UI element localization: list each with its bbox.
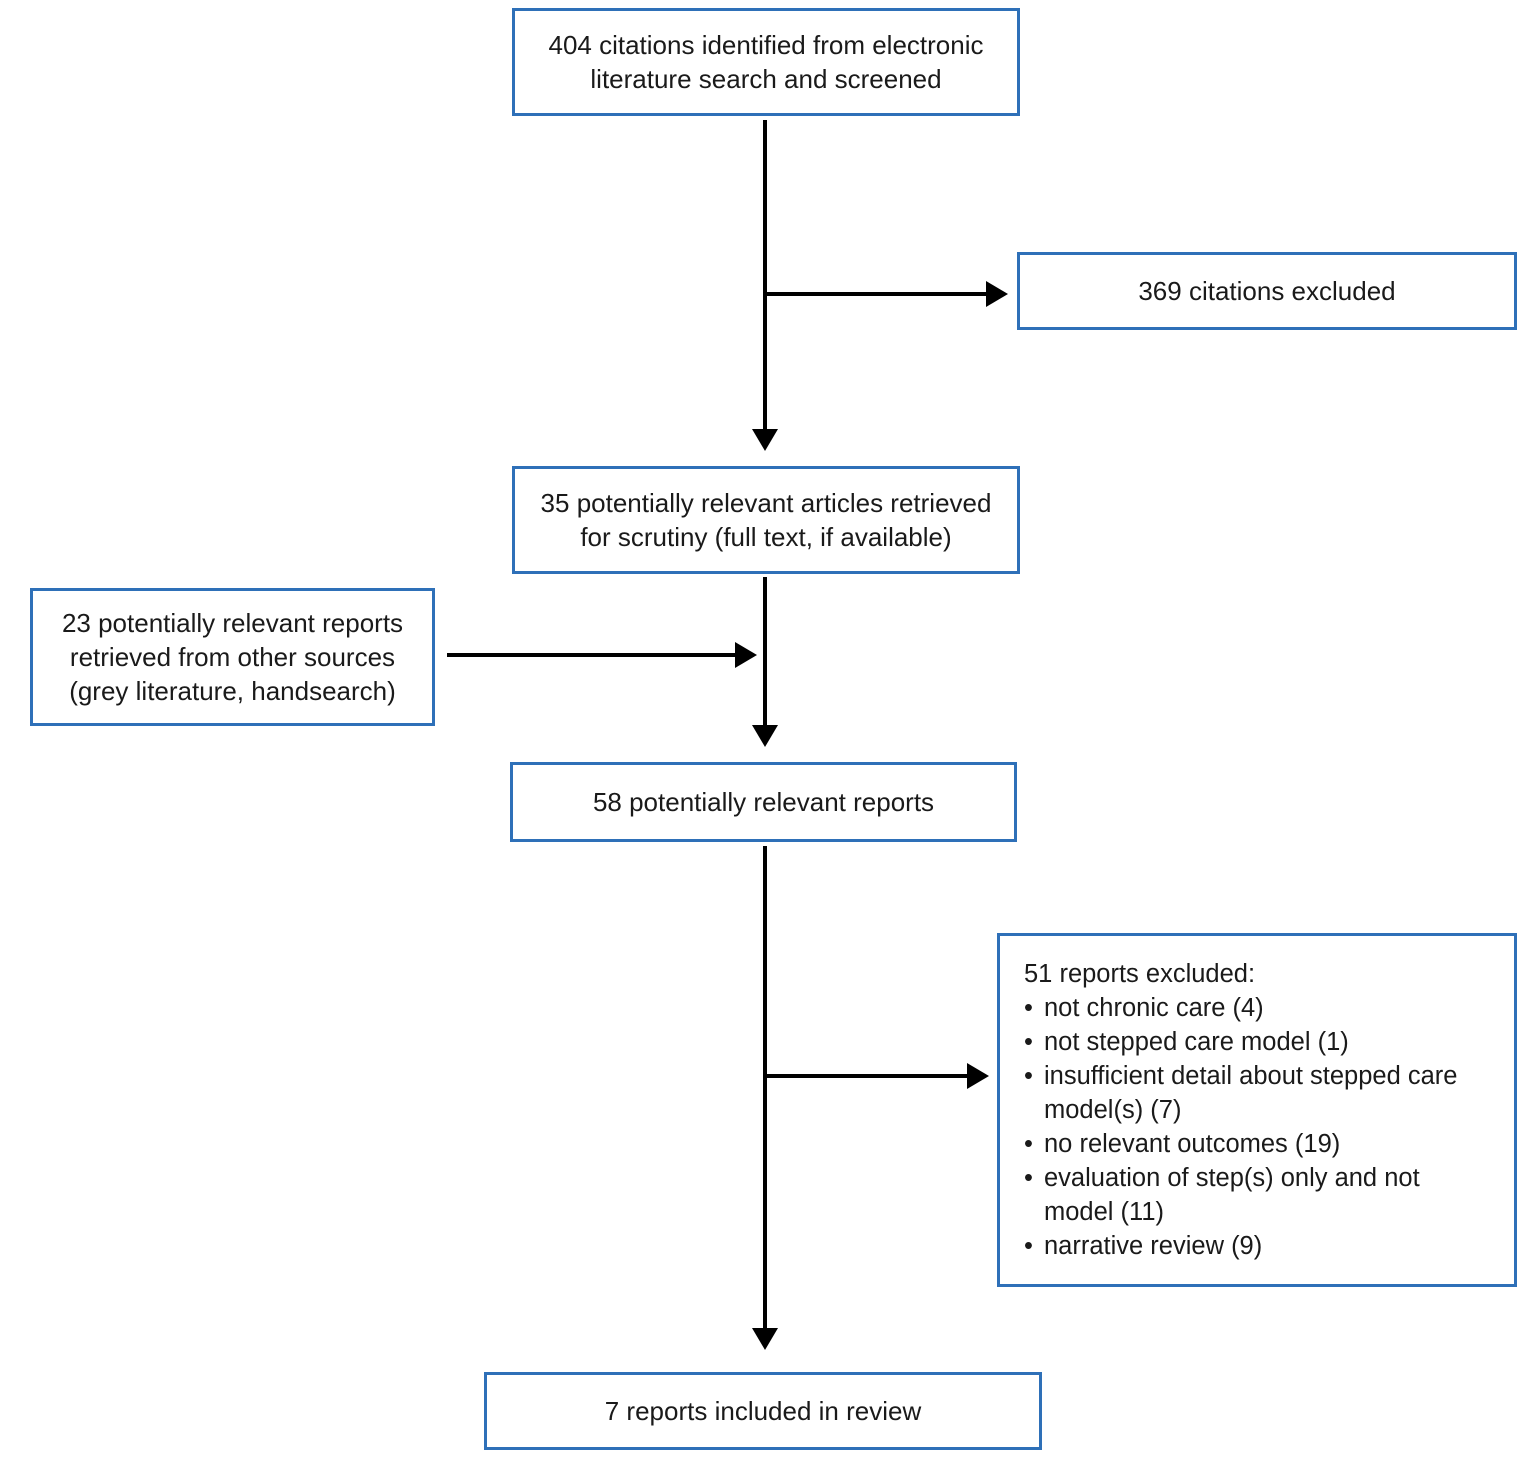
exclusion-item: • insufficient detail about stepped care…: [1024, 1059, 1457, 1127]
exclusion-item-text: model(s) (7): [1044, 1096, 1182, 1124]
node-label-line: 35 potentially relevant articles retriev…: [540, 488, 992, 518]
exclusion-item: • no relevant outcomes (19): [1024, 1127, 1340, 1161]
bullet-icon: •: [1024, 1164, 1033, 1192]
arrowhead-identified-to-retrieved: [752, 429, 778, 451]
node-citations-excluded: 369 citations excluded: [1017, 252, 1517, 330]
node-label: 7 reports included in review: [604, 1396, 922, 1426]
arrowhead-to-excluded-citations: [986, 281, 1008, 307]
node-label-line: literature search and screened: [590, 64, 942, 94]
node-label: 369 citations excluded: [1138, 276, 1396, 306]
exclusion-item: • not stepped care model (1): [1024, 1025, 1349, 1059]
exclusion-item-text: not stepped care model (1): [1044, 1028, 1349, 1056]
node-reports-included: 7 reports included in review: [484, 1372, 1042, 1450]
node-label-line: retrieved from other sources: [69, 642, 396, 672]
exclusion-heading: 51 reports excluded:: [1024, 960, 1256, 988]
node-label-line: (grey literature, handsearch): [69, 676, 396, 706]
node-label-line: 23 potentially relevant reports: [61, 608, 404, 638]
arrowhead-relevant-to-included: [752, 1328, 778, 1350]
node-label: 58 potentially relevant reports: [592, 787, 935, 817]
node-relevant-reports: 58 potentially relevant reports: [510, 762, 1017, 842]
exclusion-item-text: model (11): [1044, 1198, 1164, 1226]
exclusion-item-text: no relevant outcomes (19): [1044, 1130, 1341, 1158]
exclusion-item: • narrative review (9): [1024, 1229, 1262, 1263]
node-citations-identified: 404 citations identified from electronic…: [512, 8, 1020, 116]
exclusion-item-text: evaluation of step(s) only and not: [1044, 1164, 1420, 1192]
arrowhead-retrieved-to-relevant: [752, 725, 778, 747]
exclusion-item-text: not chronic care (4): [1044, 994, 1264, 1022]
node-label-line: 404 citations identified from electronic: [548, 30, 984, 60]
bullet-icon: •: [1024, 1062, 1033, 1090]
bullet-icon: •: [1024, 994, 1033, 1022]
exclusion-item: • evaluation of step(s) only and not mod…: [1024, 1161, 1420, 1229]
bullet-icon: •: [1024, 1232, 1033, 1260]
node-reports-excluded: 51 reports excluded: • not chronic care …: [997, 933, 1517, 1287]
arrowhead-to-excluded-reports: [967, 1063, 989, 1089]
exclusion-item: • not chronic care (4): [1024, 991, 1264, 1025]
node-other-sources: 23 potentially relevant reports retrieve…: [30, 588, 435, 726]
bullet-icon: •: [1024, 1130, 1033, 1158]
exclusion-item-text: insufficient detail about stepped care: [1044, 1062, 1458, 1090]
node-label-line: for scrutiny (full text, if available): [580, 522, 952, 552]
arrowhead-other-sources-to-join: [735, 642, 757, 668]
bullet-icon: •: [1024, 1028, 1033, 1056]
exclusion-item-text: narrative review (9): [1044, 1232, 1263, 1260]
node-articles-retrieved: 35 potentially relevant articles retriev…: [512, 466, 1020, 574]
